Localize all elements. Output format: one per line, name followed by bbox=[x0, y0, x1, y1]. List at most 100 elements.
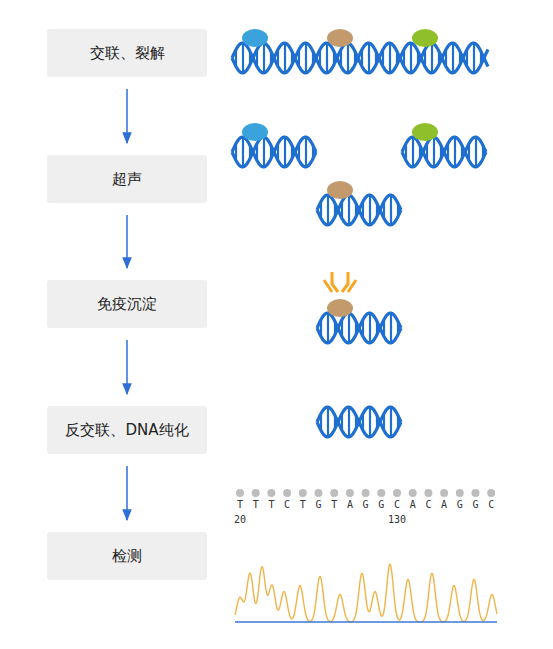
base-dot bbox=[330, 489, 338, 497]
base-dot bbox=[346, 489, 354, 497]
flow-arrow bbox=[126, 89, 128, 143]
base-pair bbox=[410, 43, 412, 73]
dna-strand bbox=[232, 43, 488, 73]
base-pair bbox=[431, 43, 433, 73]
base-pair bbox=[263, 137, 265, 167]
step-label: 反交联、DNA纯化 bbox=[65, 421, 188, 440]
dna-strand bbox=[317, 407, 401, 437]
base-dot bbox=[409, 489, 417, 497]
process-box: 超声 bbox=[47, 155, 207, 203]
base-dot bbox=[362, 489, 370, 497]
base-letter: C bbox=[394, 500, 400, 510]
flow-arrow bbox=[126, 215, 128, 268]
base-pair bbox=[390, 313, 392, 343]
base-pair bbox=[327, 313, 329, 343]
process-box: 检测 bbox=[47, 532, 207, 580]
base-pair bbox=[433, 137, 435, 167]
base-letter: T bbox=[268, 500, 274, 510]
base-dot bbox=[393, 489, 401, 497]
antibody bbox=[324, 272, 356, 292]
dna-strand bbox=[317, 313, 401, 343]
dna-strand bbox=[317, 195, 401, 225]
dna-strand bbox=[402, 137, 486, 167]
base-letter: C bbox=[488, 500, 494, 510]
base-pair bbox=[348, 407, 350, 437]
base-dot bbox=[456, 489, 464, 497]
protein bbox=[327, 181, 353, 199]
process-box: 免疫沉淀 bbox=[47, 280, 207, 328]
step-label: 检测 bbox=[112, 547, 142, 566]
base-pair bbox=[327, 195, 329, 225]
dna-helix bbox=[232, 43, 488, 73]
dna-strand bbox=[402, 137, 486, 167]
flow-arrow bbox=[126, 466, 128, 520]
position-number: 20 bbox=[234, 515, 246, 525]
base-pair bbox=[242, 43, 244, 73]
base-pair bbox=[348, 195, 350, 225]
base-letter: C bbox=[425, 500, 431, 510]
base-pair bbox=[473, 43, 475, 73]
base-dot bbox=[424, 489, 432, 497]
protein bbox=[242, 123, 268, 141]
base-pair bbox=[475, 137, 477, 167]
base-pair bbox=[412, 137, 414, 167]
base-letter: G bbox=[363, 500, 369, 510]
base-pair bbox=[390, 407, 392, 437]
base-dot bbox=[377, 489, 385, 497]
position-number: 130 bbox=[388, 515, 406, 525]
dna-helix bbox=[232, 137, 316, 167]
dna-strand bbox=[317, 407, 401, 437]
base-letter: A bbox=[441, 500, 447, 510]
base-letter: T bbox=[300, 500, 306, 510]
base-letter: T bbox=[331, 500, 337, 510]
base-dot bbox=[472, 489, 480, 497]
flow-arrow bbox=[126, 340, 128, 394]
dna-helix bbox=[317, 407, 401, 437]
dna-strand bbox=[232, 43, 488, 73]
base-pair bbox=[242, 137, 244, 167]
base-pair bbox=[389, 43, 391, 73]
step-label: 免疫沉淀 bbox=[97, 295, 157, 314]
protein bbox=[327, 299, 353, 317]
chromatogram-trace bbox=[235, 564, 497, 622]
protein bbox=[327, 29, 353, 47]
base-pair bbox=[263, 43, 265, 73]
process-box: 反交联、DNA纯化 bbox=[47, 406, 207, 454]
base-letter: T bbox=[237, 500, 243, 510]
base-pair bbox=[452, 43, 454, 73]
base-letter: A bbox=[410, 500, 416, 510]
base-dot bbox=[283, 489, 291, 497]
base-dot bbox=[236, 489, 244, 497]
base-letter: T bbox=[253, 500, 259, 510]
step-label: 超声 bbox=[112, 170, 142, 189]
base-dot bbox=[487, 489, 495, 497]
dna-strand bbox=[317, 195, 401, 225]
protein bbox=[412, 123, 438, 141]
protein bbox=[242, 29, 268, 47]
dna-strand bbox=[317, 313, 401, 343]
base-pair bbox=[369, 407, 371, 437]
dna-strand bbox=[232, 137, 316, 167]
base-letter: C bbox=[284, 500, 290, 510]
base-letter: G bbox=[457, 500, 463, 510]
baseline bbox=[235, 621, 497, 622]
base-letter: G bbox=[315, 500, 321, 510]
dna-helix bbox=[317, 195, 401, 225]
base-pair bbox=[348, 313, 350, 343]
base-pair bbox=[369, 313, 371, 343]
base-letter: A bbox=[347, 500, 353, 510]
base-dot bbox=[267, 489, 275, 497]
dna-strand bbox=[232, 137, 316, 167]
dna-helix bbox=[317, 313, 401, 343]
base-dot bbox=[315, 489, 323, 497]
base-pair bbox=[454, 137, 456, 167]
base-dot bbox=[299, 489, 307, 497]
dna-helix bbox=[402, 137, 486, 167]
base-pair bbox=[284, 43, 286, 73]
base-pair bbox=[305, 137, 307, 167]
step-label: 交联、裂解 bbox=[90, 44, 165, 63]
base-pair bbox=[327, 407, 329, 437]
base-pair bbox=[369, 195, 371, 225]
base-dot bbox=[440, 489, 448, 497]
base-dot bbox=[252, 489, 260, 497]
